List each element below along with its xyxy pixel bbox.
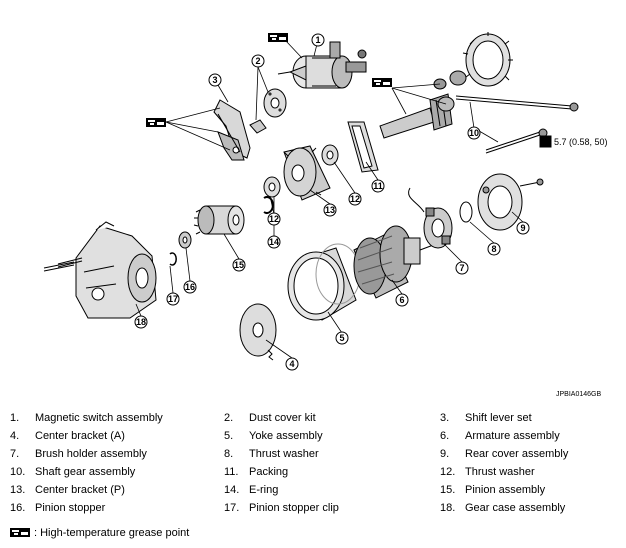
callout-11: 11 (371, 179, 385, 193)
grease-point-note: : High-temperature grease point (10, 527, 189, 539)
callout-6: 6 (395, 293, 409, 307)
callout-12-lower: 12 (267, 212, 281, 226)
svg-text:4: 4 (289, 359, 294, 369)
callout-10: 10 (467, 126, 481, 140)
callout-8: 8 (487, 242, 501, 256)
svg-text:5: 5 (339, 333, 344, 343)
svg-text:12: 12 (269, 214, 279, 224)
grease-point-icon (268, 33, 288, 42)
svg-text:15: 15 (234, 260, 244, 270)
svg-text:7: 7 (459, 263, 464, 273)
svg-text:8: 8 (491, 244, 496, 254)
svg-text:18: 18 (136, 317, 146, 327)
pinion-stopper-clip (169, 252, 177, 266)
callout-3: 3 (208, 73, 222, 87)
torque-spec: 5.7 (0.58, 50) (554, 137, 608, 147)
svg-text:2: 2 (255, 56, 260, 66)
callout-17: 17 (166, 292, 180, 306)
callout-15: 15 (232, 258, 246, 272)
callout-4: 4 (285, 357, 299, 371)
svg-text:6: 6 (399, 295, 404, 305)
svg-text:14: 14 (269, 237, 279, 247)
reference-code: JPBIA0146GB (556, 391, 602, 398)
center-bracket-p (283, 145, 331, 201)
svg-text:13: 13 (325, 205, 335, 215)
grease-point-icon (146, 118, 166, 127)
svg-text:1: 1 (315, 35, 320, 45)
center-bracket-a (239, 303, 277, 361)
callout-18: 18 (134, 315, 148, 329)
callout-7: 7 (455, 261, 469, 275)
callout-2: 2 (251, 54, 265, 68)
armature-assembly (353, 225, 437, 299)
rear-cover-assembly (477, 173, 544, 231)
svg-text:11: 11 (373, 181, 383, 191)
callout-16: 16 (183, 280, 197, 294)
callout-14: 14 (267, 235, 281, 249)
grease-point-icon (372, 78, 392, 87)
grease-point-icon (10, 527, 30, 537)
callout-13: 13 (323, 203, 337, 217)
callout-1: 1 (311, 33, 325, 47)
shaft-gear-assembly (379, 32, 579, 154)
shift-lever-set (213, 99, 251, 161)
callout-12-upper: 12 (348, 192, 362, 206)
magnetic-switch-assembly (277, 41, 367, 89)
svg-text:9: 9 (520, 223, 525, 233)
torque-wrench-icon (539, 135, 552, 148)
packing (347, 121, 379, 173)
grease-note-text: : High-temperature grease point (34, 527, 190, 539)
svg-text:10: 10 (469, 128, 479, 138)
pinion-assembly (193, 205, 245, 235)
svg-text:12: 12 (350, 194, 360, 204)
svg-text:16: 16 (185, 282, 195, 292)
gear-case-assembly (43, 221, 157, 319)
exploded-view-diagram: 5.7 (0.58, 50) 1 2 (43, 32, 608, 371)
brush-holder-assembly (408, 187, 453, 249)
dust-cover-kit (249, 88, 287, 134)
yoke-assembly (287, 243, 361, 321)
svg-text:3: 3 (212, 75, 217, 85)
callout-5: 5 (335, 331, 349, 345)
svg-text:17: 17 (168, 294, 178, 304)
callout-9: 9 (516, 221, 530, 235)
e-ring (263, 196, 274, 214)
thrust-washer-rear (459, 201, 473, 223)
